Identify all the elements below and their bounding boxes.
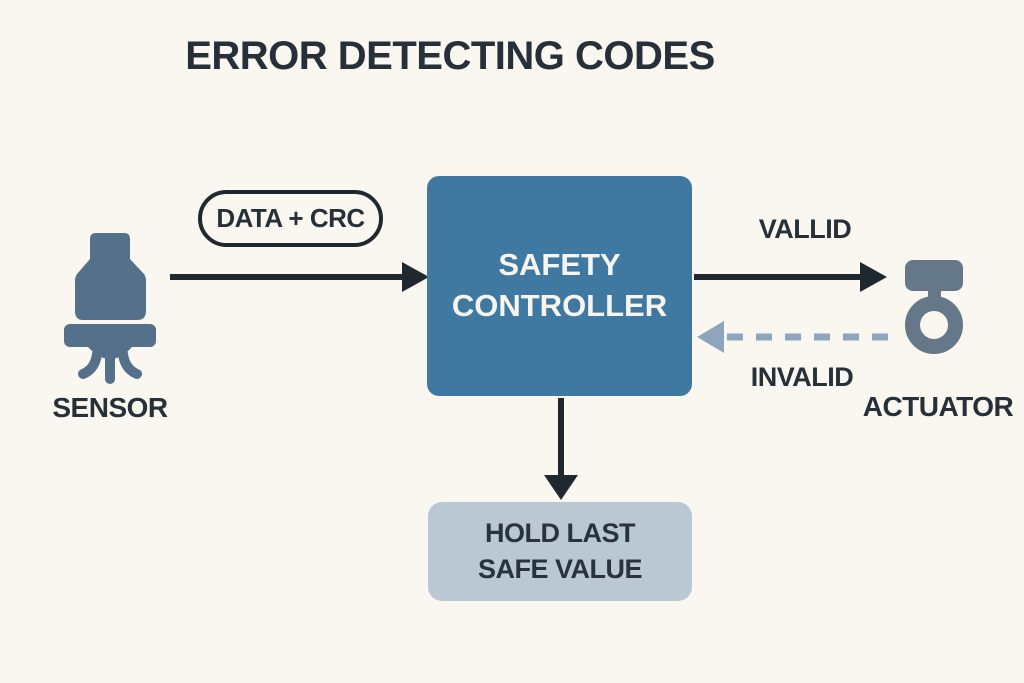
fallback-label-line1: HOLD LAST — [485, 518, 636, 549]
fallback-arrow — [544, 398, 578, 500]
data-crc-badge: DATA + CRC — [198, 190, 383, 247]
hold-last-safe-value-node: HOLD LAST SAFE VALUE — [428, 502, 692, 601]
valid-arrow — [694, 262, 887, 292]
valid-edge-label: VALLID — [758, 214, 852, 244]
data-crc-arrow — [170, 262, 429, 292]
controller-label-line1: SAFETY — [498, 247, 621, 283]
invalid-edge-label: INVALID — [750, 362, 854, 392]
actuator-icon — [903, 260, 973, 360]
controller-label-line2: CONTROLLER — [451, 288, 668, 323]
data-crc-label: DATA + CRC — [216, 203, 365, 233]
invalid-dashed-arrow — [697, 321, 888, 353]
sensor-label: SENSOR — [52, 392, 168, 423]
sensor-icon — [64, 233, 156, 390]
fallback-label-line2: SAFE VALUE — [477, 553, 643, 584]
actuator-label: ACTUATOR — [862, 391, 1014, 422]
safety-controller-node: SAFETY CONTROLLER — [427, 176, 692, 396]
page-title: ERROR DETECTING CODES — [185, 34, 715, 78]
